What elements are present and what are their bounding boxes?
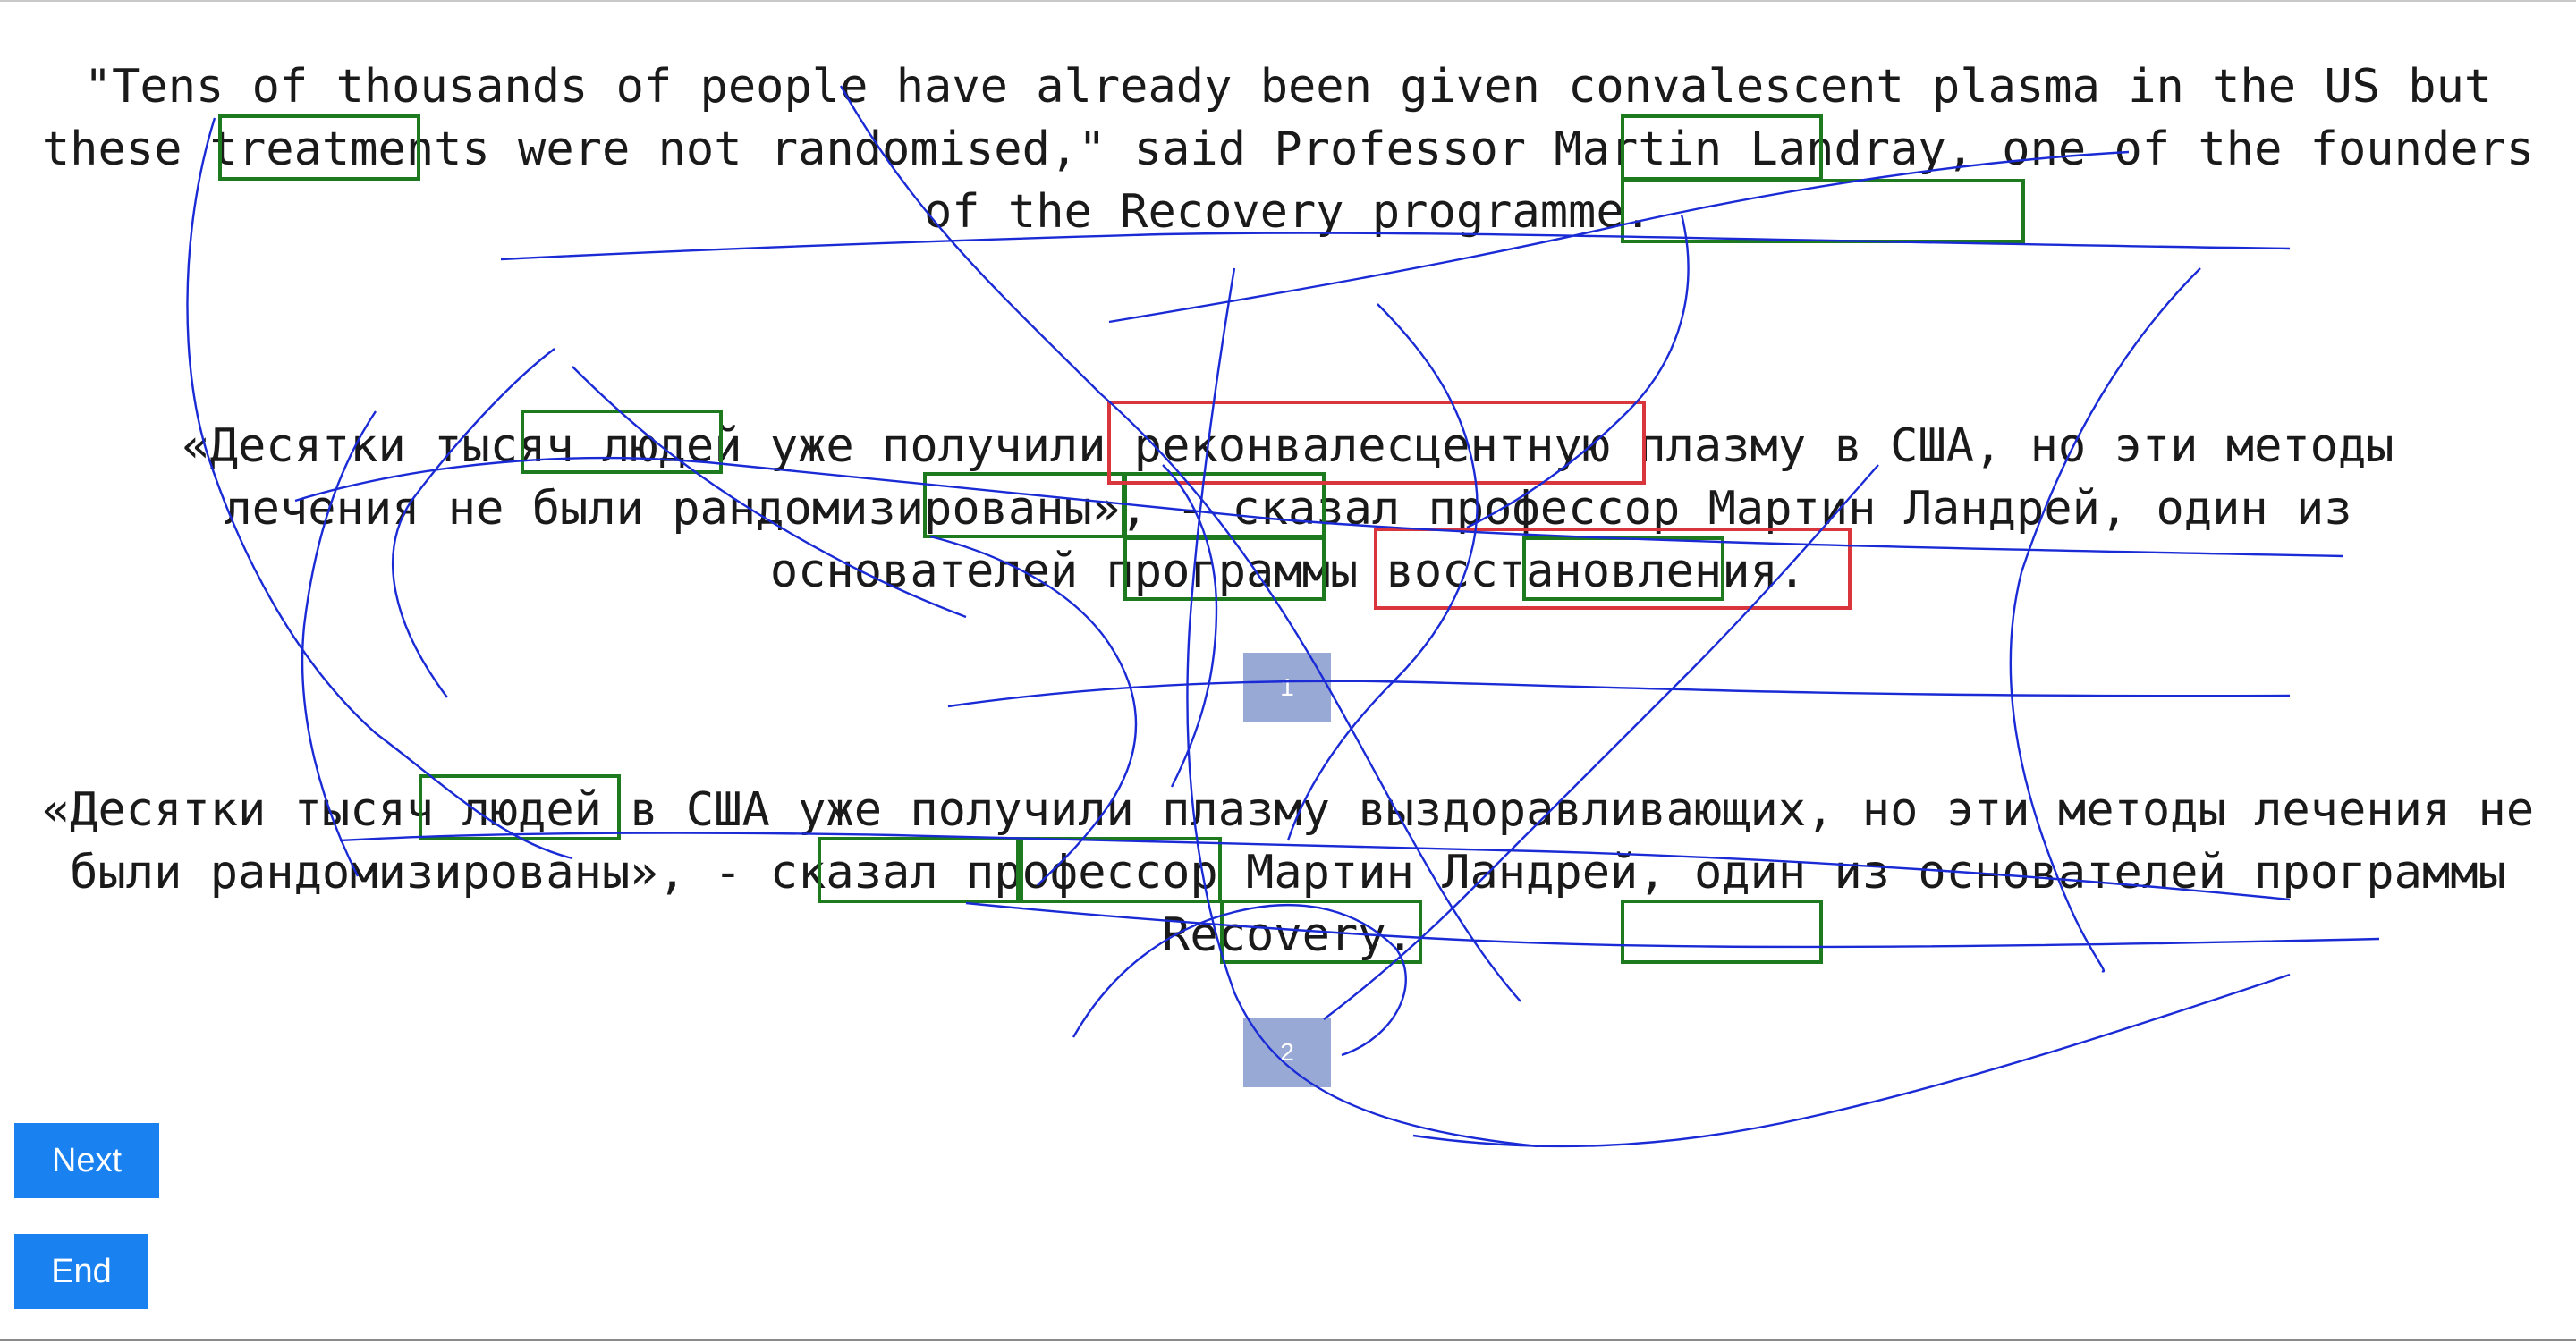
trace-path <box>947 680 2291 708</box>
end-button[interactable]: End <box>14 1234 148 1309</box>
translation-2-badge[interactable]: 2 <box>1243 1018 1331 1087</box>
translation-sentence-2: «Десятки тысяч людей в США уже получили … <box>41 783 2535 962</box>
translation-1-badge[interactable]: 1 <box>1243 653 1331 722</box>
top-border <box>0 0 2576 2</box>
next-button[interactable]: Next <box>14 1123 159 1198</box>
bottom-border <box>0 1339 2576 1341</box>
source-sentence: "Tens of thousands of people have alread… <box>41 60 2535 239</box>
trace-path <box>1186 267 1539 1148</box>
translation-sentence-1: «Десятки тысяч людей уже получили реконв… <box>182 419 2394 598</box>
trace-path <box>1412 973 2291 1148</box>
